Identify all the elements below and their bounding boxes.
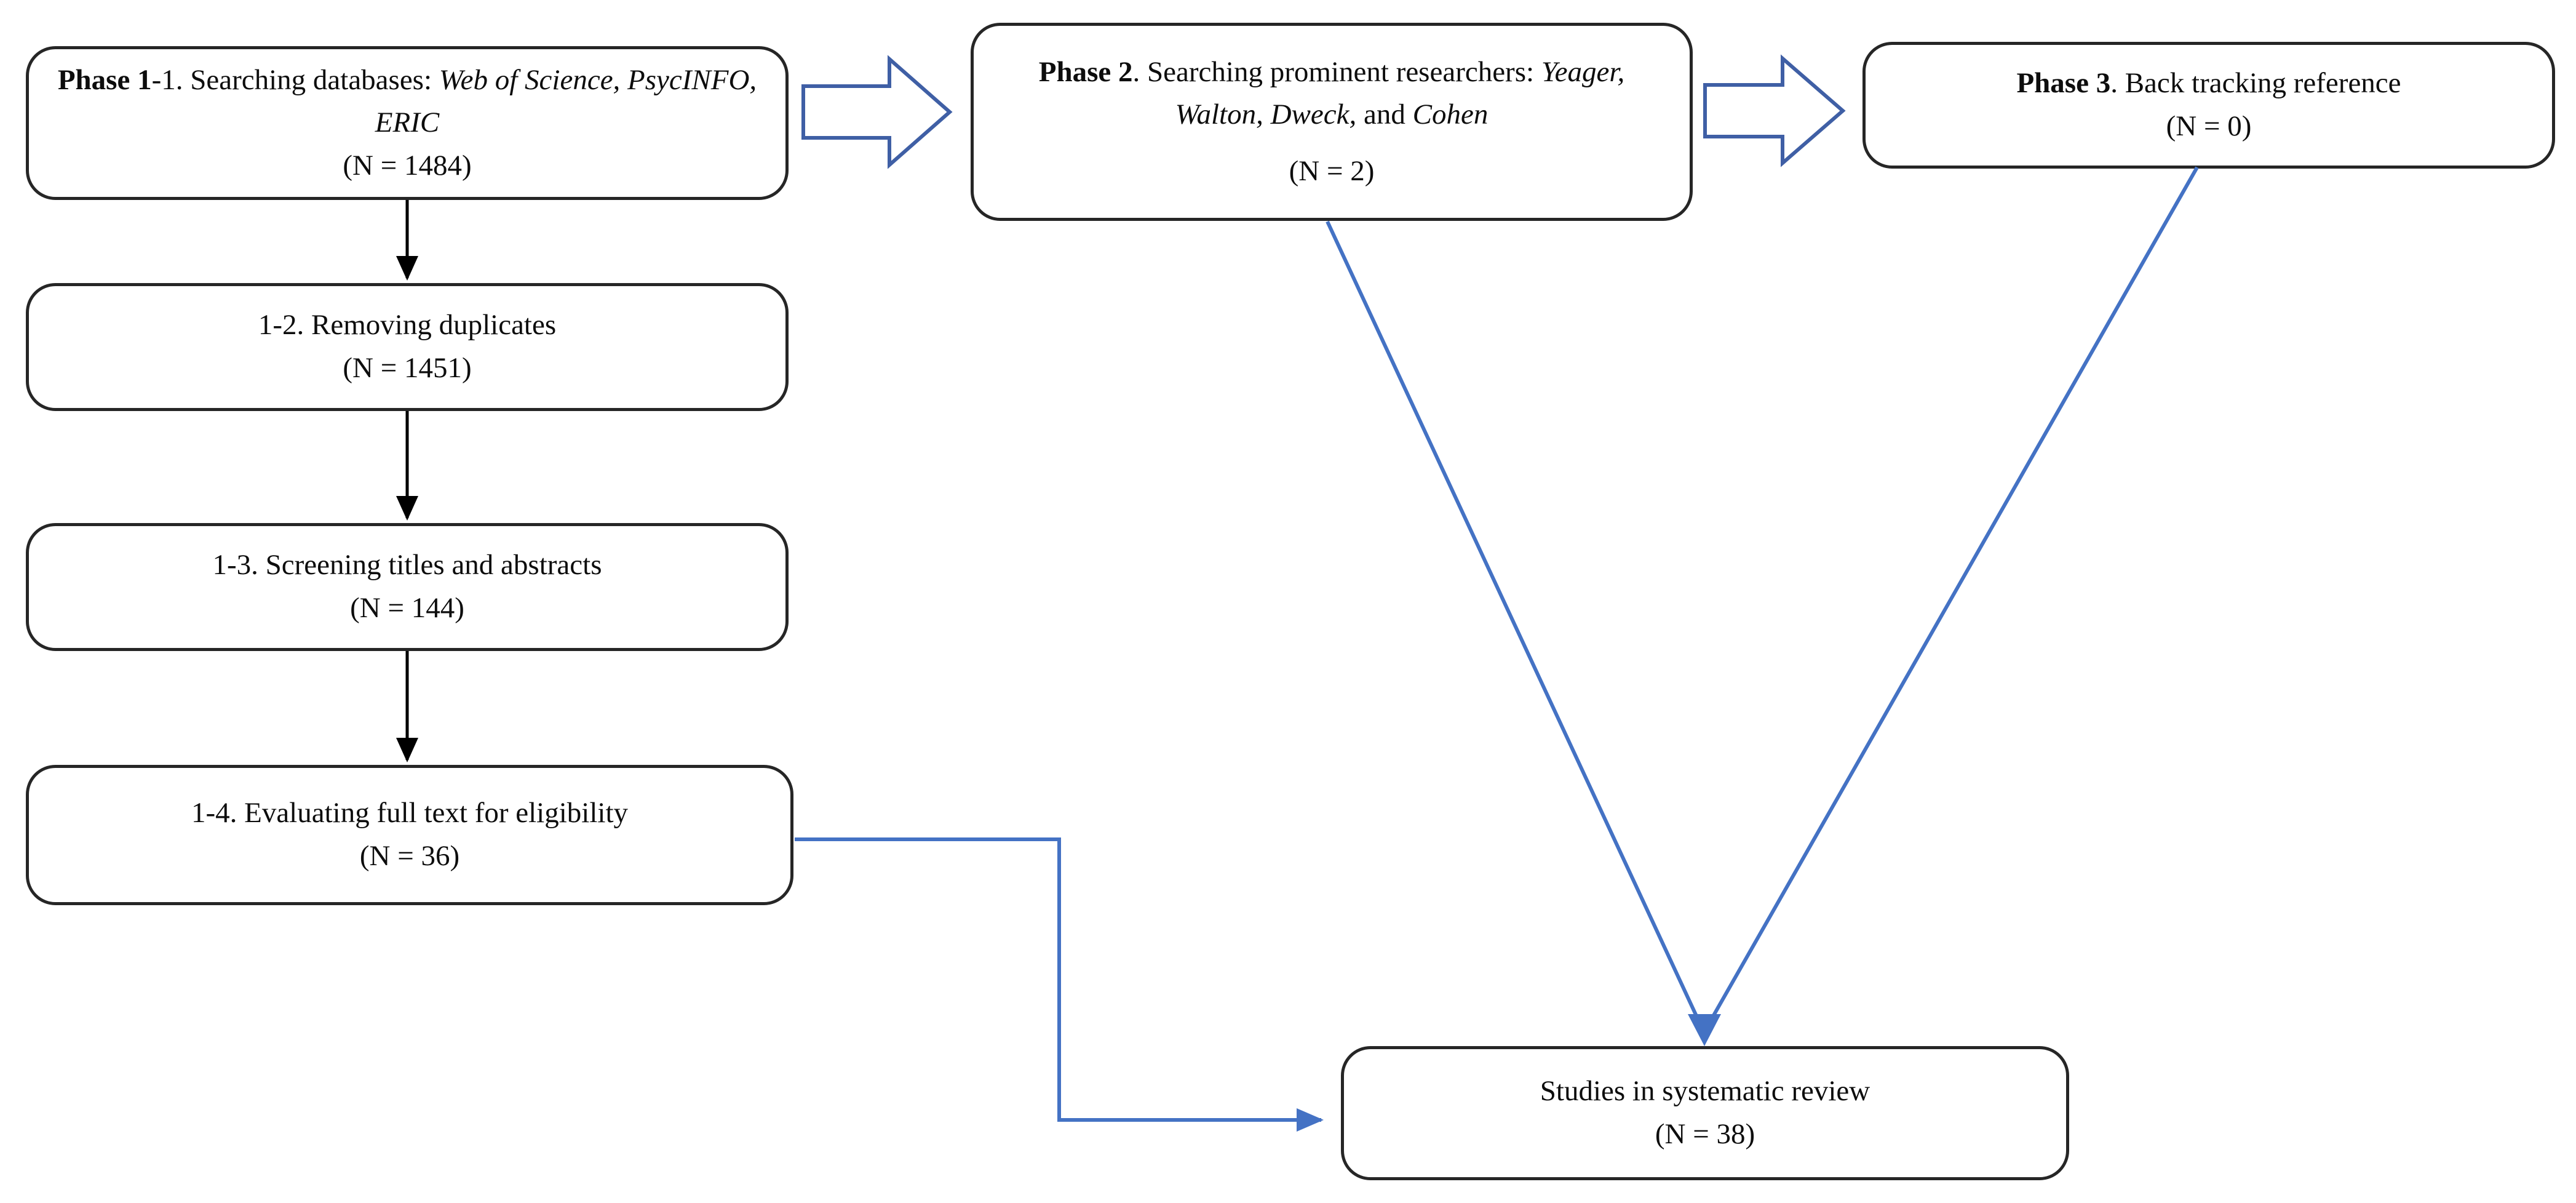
elbow-step1-4-to-result — [795, 837, 1324, 1132]
box-step1-4-evaluating-full-text: 1-4. Evaluating full text for eligibilit… — [26, 765, 793, 905]
box-step1-3-screening-titles: 1-3. Screening titles and abstracts (N =… — [26, 523, 789, 651]
phase2-label-rest: . Searching prominent researchers: — [1132, 55, 1541, 88]
box-phase1-1-searching-databases: Phase 1-1. Searching databases: Web of S… — [26, 46, 789, 200]
result-label: Studies in systematic review — [1540, 1075, 1870, 1108]
box-step1-4-label: 1-4. Evaluating full text for eligibilit… — [191, 792, 628, 877]
step1-3-count: (N = 144) — [350, 592, 464, 624]
phase2-researchers-italic: Yeager, Walton, Dweck, — [1175, 55, 1625, 131]
phase3-count: (N = 0) — [2166, 110, 2252, 142]
block-arrow-phase1-to-phase2 — [801, 55, 953, 169]
phase2-label-bold: Phase 2 — [1038, 55, 1133, 88]
block-arrow-phase2-to-phase3 — [1703, 54, 1846, 167]
phase2-label-and: and — [1356, 98, 1413, 131]
arrowhead-into-result-top — [1688, 1014, 1721, 1046]
line-phase3-to-result — [1707, 166, 2199, 1025]
phase3-label-bold: Phase 3 — [2016, 67, 2111, 100]
phase2-cohen-italic: Cohen — [1412, 98, 1489, 131]
box-phase3-back-tracking: Phase 3. Back tracking reference (N = 0) — [1862, 42, 2555, 169]
phase1-label-rest: -1. Searching databases: — [151, 63, 439, 96]
box-step1-3-label: 1-3. Screening titles and abstracts (N =… — [212, 544, 602, 629]
phase3-label-rest: . Back tracking reference — [2110, 67, 2401, 100]
box-result-label: Studies in systematic review (N = 38) — [1540, 1070, 1870, 1156]
step1-2-count: (N = 1451) — [343, 352, 472, 384]
box-step1-2-removing-duplicates: 1-2. Removing duplicates (N = 1451) — [26, 283, 789, 411]
line-phase2-to-result — [1326, 220, 1702, 1025]
phase1-count: (N = 1484) — [343, 149, 472, 182]
box-phase2-label: Phase 2. Searching prominent researchers… — [1002, 51, 1661, 193]
box-step1-2-label: 1-2. Removing duplicates (N = 1451) — [258, 304, 556, 390]
phase1-label-databases: Web of Science, PsycINFO, ERIC — [375, 63, 757, 139]
step1-3-label: 1-3. Screening titles and abstracts — [212, 549, 602, 582]
phase2-count: (N = 2) — [1289, 154, 1375, 187]
result-count: (N = 38) — [1655, 1118, 1755, 1150]
step1-4-count: (N = 36) — [359, 840, 460, 872]
box-phase2-searching-researchers: Phase 2. Searching prominent researchers… — [971, 23, 1693, 221]
step1-2-label: 1-2. Removing duplicates — [258, 309, 557, 342]
box-result-studies-in-review: Studies in systematic review (N = 38) — [1341, 1046, 2069, 1180]
phase1-label-bold: Phase 1 — [57, 63, 152, 96]
box-phase3-label: Phase 3. Back tracking reference (N = 0) — [2016, 62, 2401, 148]
step1-4-label: 1-4. Evaluating full text for eligibilit… — [191, 797, 629, 829]
box-phase1-1-label: Phase 1-1. Searching databases: Web of S… — [57, 59, 757, 188]
